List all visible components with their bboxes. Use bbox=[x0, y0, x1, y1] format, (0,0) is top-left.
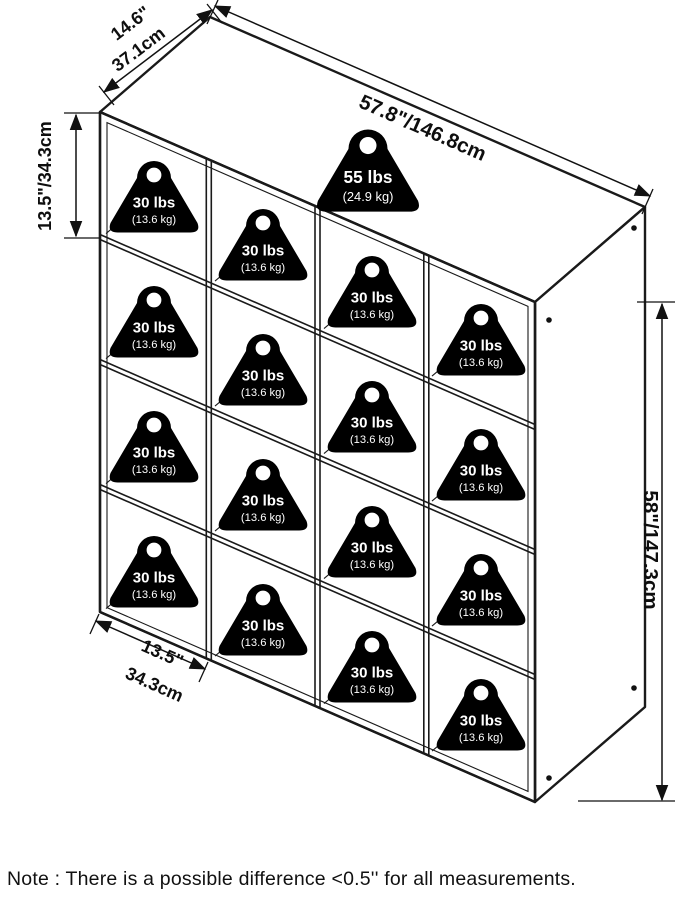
weight-lbs-label: 30 lbs bbox=[242, 368, 285, 385]
weight-kg-label: (13.6 kg) bbox=[350, 434, 394, 446]
cube-weight-icon: 30 lbs (13.6 kg) bbox=[436, 554, 526, 626]
weight-kg-label: (13.6 kg) bbox=[241, 637, 285, 649]
cube-weight-icon: 30 lbs (13.6 kg) bbox=[218, 209, 308, 281]
cube-weight-icon: 30 lbs (13.6 kg) bbox=[436, 304, 526, 376]
cube-weight-icon: 30 lbs (13.6 kg) bbox=[218, 334, 308, 406]
weight-kg-label: (13.6 kg) bbox=[132, 339, 176, 351]
panel-dot bbox=[546, 775, 552, 781]
cube-weight-icon: 30 lbs (13.6 kg) bbox=[218, 584, 308, 656]
weight-lbs-label: 55 lbs bbox=[344, 167, 393, 187]
cube-weight-icon: 30 lbs (13.6 kg) bbox=[436, 429, 526, 501]
cube-weight-icon: 30 lbs (13.6 kg) bbox=[218, 459, 308, 531]
cube-weight-icon: 30 lbs (13.6 kg) bbox=[327, 256, 417, 328]
weight-kg-label: (13.6 kg) bbox=[350, 309, 394, 321]
panel-dot bbox=[631, 225, 637, 231]
cube-width-dimension-arrow bbox=[94, 620, 207, 670]
weight-kg-label: (13.6 kg) bbox=[459, 482, 503, 494]
cube-weight-icon: 30 lbs (13.6 kg) bbox=[327, 381, 417, 453]
weight-lbs-label: 30 lbs bbox=[133, 570, 176, 587]
weight-lbs-label: 30 lbs bbox=[351, 290, 394, 307]
weight-lbs-label: 30 lbs bbox=[133, 195, 176, 212]
weight-lbs-label: 30 lbs bbox=[351, 540, 394, 557]
cube-weight-icon: 30 lbs (13.6 kg) bbox=[327, 506, 417, 578]
weight-kg-label: (13.6 kg) bbox=[132, 589, 176, 601]
weight-lbs-label: 30 lbs bbox=[133, 320, 176, 337]
side-panel-dots bbox=[546, 225, 637, 781]
weight-kg-label: (13.6 kg) bbox=[241, 387, 285, 399]
cabinet-right-face bbox=[533, 205, 647, 804]
weight-kg-label: (13.6 kg) bbox=[350, 684, 394, 696]
weight-lbs-label: 30 lbs bbox=[242, 493, 285, 510]
depth-dimension-arrow bbox=[102, 9, 214, 93]
weight-kg-label: (13.6 kg) bbox=[459, 607, 503, 619]
cube-divider-lines bbox=[99, 158, 536, 756]
weight-lbs-label: 30 lbs bbox=[460, 588, 503, 605]
weight-lbs-label: 30 lbs bbox=[460, 463, 503, 480]
cube-weight-icon: 30 lbs (13.6 kg) bbox=[436, 679, 526, 751]
weight-kg-label: (13.6 kg) bbox=[132, 214, 176, 226]
dim-cube-height: 13.5"/34.3cm bbox=[35, 112, 100, 239]
total-height-label: 58"/147.3cm bbox=[639, 490, 662, 609]
weight-lbs-label: 30 lbs bbox=[133, 445, 176, 462]
front-frame-inner-edge bbox=[106, 121, 529, 793]
front-face-outline bbox=[98, 110, 537, 804]
cube-weight-icon: 30 lbs (13.6 kg) bbox=[109, 411, 199, 483]
weight-kg-label: (13.6 kg) bbox=[241, 512, 285, 524]
measurement-note: Note : There is a possible difference <0… bbox=[7, 868, 576, 890]
cube-weight-icon: 30 lbs (13.6 kg) bbox=[109, 536, 199, 608]
panel-dot bbox=[631, 685, 637, 691]
weight-kg-label: (13.6 kg) bbox=[350, 559, 394, 571]
weight-lbs-label: 30 lbs bbox=[460, 713, 503, 730]
weight-lbs-label: 30 lbs bbox=[351, 665, 394, 682]
cube-weight-icon: 30 lbs (13.6 kg) bbox=[327, 631, 417, 703]
cube-height-label: 13.5"/34.3cm bbox=[35, 121, 55, 231]
weight-lbs-label: 30 lbs bbox=[460, 338, 503, 355]
cube-weight-icon: 30 lbs (13.6 kg) bbox=[109, 286, 199, 358]
dim-total-height: 58"/147.3cm bbox=[578, 301, 675, 802]
width-dimension-arrow bbox=[213, 5, 652, 197]
weight-lbs-label: 30 lbs bbox=[242, 618, 285, 635]
panel-dot bbox=[546, 317, 552, 323]
weight-lbs-label: 30 lbs bbox=[242, 243, 285, 260]
cube-weight-icon: 30 lbs (13.6 kg) bbox=[109, 161, 199, 233]
weight-lbs-label: 30 lbs bbox=[351, 415, 394, 432]
weight-kg-label: (13.6 kg) bbox=[241, 262, 285, 274]
weight-kg-label: (13.6 kg) bbox=[459, 732, 503, 744]
weight-kg-label: (13.6 kg) bbox=[459, 357, 503, 369]
weight-kg-label: (13.6 kg) bbox=[132, 464, 176, 476]
weight-kg-label: (24.9 kg) bbox=[343, 189, 394, 204]
